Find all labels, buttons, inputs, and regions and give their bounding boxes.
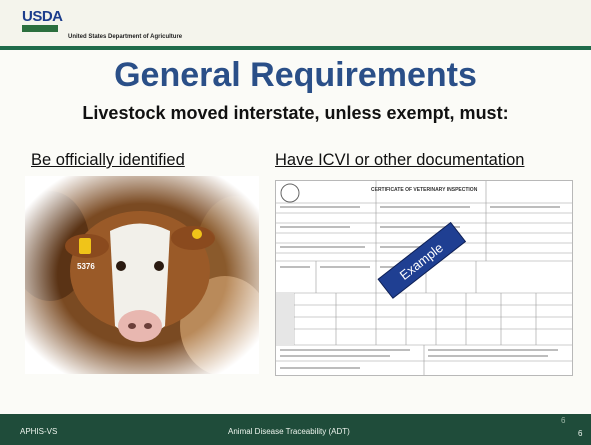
left-column-heading: Be officially identified: [31, 151, 185, 169]
icvi-form-drawing: CERTIFICATE OF VETERINARY INSPECTION: [276, 181, 572, 375]
cattle-photo: 5376: [25, 176, 259, 374]
slide-header: USDA United States Department of Agricul…: [0, 0, 591, 46]
slide-title: General Requirements: [114, 56, 477, 94]
slide-footer: [0, 414, 591, 445]
page-number: 6: [578, 429, 583, 438]
form-title: CERTIFICATE OF VETERINARY INSPECTION: [371, 187, 478, 193]
usda-logo: USDA: [22, 8, 63, 38]
slide-subtitle: Livestock moved interstate, unless exemp…: [82, 103, 509, 123]
icvi-form-image: CERTIFICATE OF VETERINARY INSPECTION: [275, 180, 573, 376]
footer-topic: Animal Disease Traceability (ADT): [228, 427, 350, 436]
footer-agency: APHIS-VS: [20, 427, 58, 436]
header-divider: [0, 46, 591, 50]
usda-logo-bar: [22, 25, 58, 32]
usda-logo-text: USDA: [22, 8, 63, 25]
department-name: United States Department of Agriculture: [68, 34, 183, 40]
right-column-heading: Have ICVI or other documentation: [275, 151, 525, 169]
page-number-shadow: 6: [561, 416, 566, 425]
official-seal-icon: [280, 183, 300, 203]
